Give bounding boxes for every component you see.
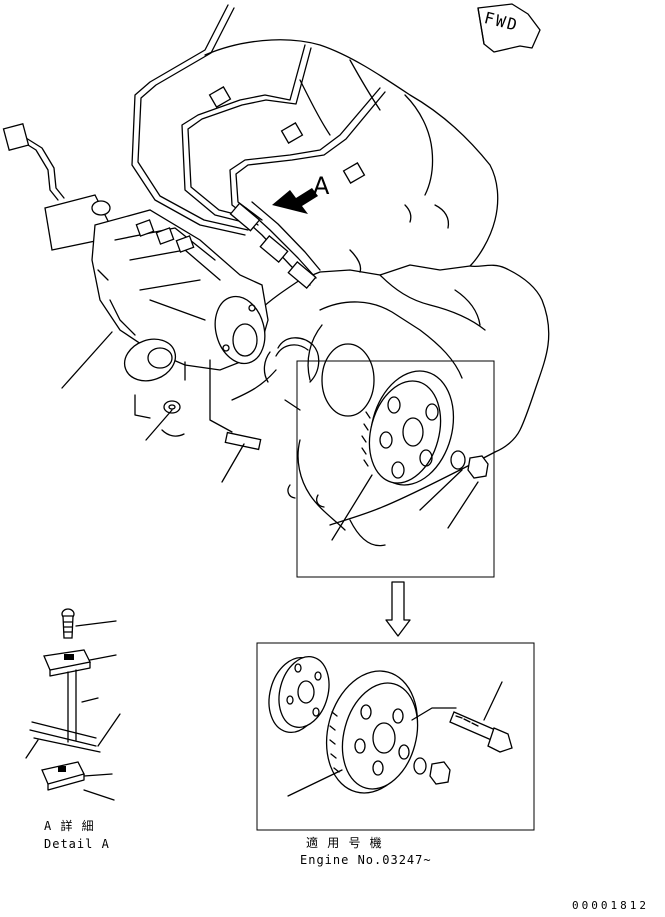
view-arrow-icon: [272, 188, 318, 214]
fwd-arrow-icon: [477, 3, 541, 53]
leader-lines: [61, 331, 245, 483]
drive-gear-upper: [331, 370, 489, 541]
detail-a-parts: [25, 608, 121, 801]
injection-pump: [2, 122, 269, 451]
down-arrow-icon: [385, 581, 411, 637]
injection-pipes: [131, 4, 386, 289]
drawing-code: 00001812: [572, 899, 649, 912]
applicable-label-en: Engine No.03247~: [300, 853, 432, 867]
o-ring: [231, 337, 320, 411]
upper-detail-frame: [296, 360, 495, 578]
view-marker-label: A: [313, 172, 330, 200]
detail-label-en: Detail A: [44, 837, 110, 851]
detail-label-jp: A 詳 細: [44, 819, 95, 833]
applicable-label-jp: 適 用 号 機: [306, 836, 383, 850]
drive-gear-lower: [268, 656, 513, 797]
lower-detail-frame: [256, 642, 535, 831]
